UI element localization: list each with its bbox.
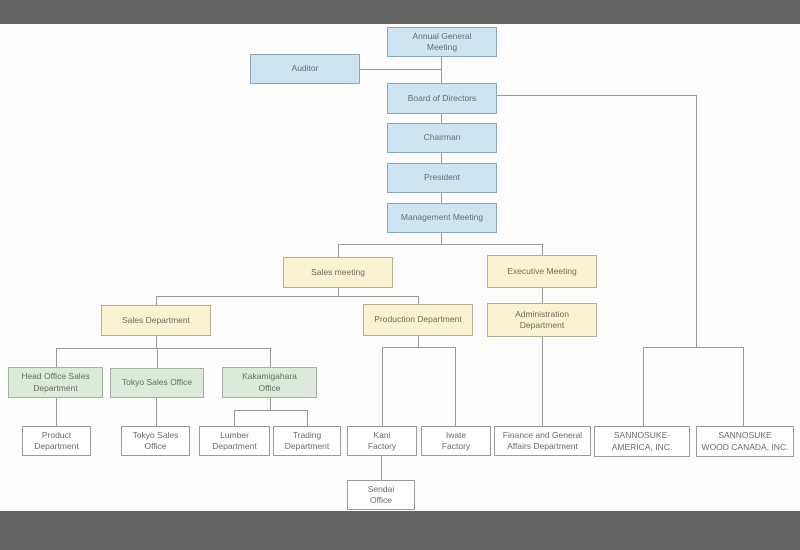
node-production-department: Production Department (363, 304, 473, 336)
connector-to-production-department (418, 296, 419, 304)
node-label: Head Office Sales Department (21, 371, 90, 393)
connector-factories-rail (382, 347, 455, 348)
node-iwate-factory: Iwate Factory (421, 426, 491, 456)
connector-offices-rail (56, 348, 270, 349)
connector-kani-sendai (381, 456, 382, 480)
connector-to-kakamigahara (270, 348, 271, 367)
connector-tokyo-green-white (156, 398, 157, 426)
node-chairman: Chairman (387, 123, 497, 153)
node-label: Sales meeting (311, 266, 365, 277)
node-head-office-sales-department: Head Office Sales Department (8, 367, 103, 398)
node-label: Sendai Office (367, 483, 395, 505)
connector-president-management (441, 193, 442, 203)
node-label: Auditor (291, 63, 319, 74)
node-product-department: Product Department (22, 426, 91, 456)
node-tokyo-sales-office-branch: Tokyo Sales Office (110, 368, 204, 398)
node-sannosuke-wood-canada: SANNOSUKE WOOD CANADA, INC. (696, 426, 794, 457)
node-board-of-directors: Board of Directors (387, 83, 497, 114)
connector-right-spine (696, 95, 697, 347)
node-lumber-department: Lumber Department (199, 426, 270, 456)
connector-to-sannosuke-america (643, 347, 644, 426)
node-sendai-office: Sendai Office (347, 480, 415, 510)
connector-kakamigahara-rail (234, 410, 307, 411)
node-label: Chairman (423, 132, 461, 143)
connector-board-right-rail (497, 95, 696, 96)
connector-production-split (418, 336, 419, 347)
node-label: Finance and General Affairs Department (502, 429, 583, 451)
node-label: President (424, 172, 460, 183)
connector-to-iwate (455, 347, 456, 426)
node-label: Administration Department (515, 308, 569, 330)
node-label: Trading Department (284, 429, 330, 451)
node-executive-meeting: Executive Meeting (487, 255, 597, 288)
node-administration-department: Administration Department (487, 303, 597, 337)
connector-administration-finance (542, 337, 543, 426)
node-tokyo-sales-office: Tokyo Sales Office (121, 426, 190, 456)
connector-subsidiaries-rail (643, 347, 743, 348)
node-label: Iwate Factory (441, 429, 471, 451)
connector-kakamigahara-split (270, 398, 271, 410)
connector-meetings-rail (338, 244, 542, 245)
node-finance-general-affairs-department: Finance and General Affairs Department (494, 426, 591, 456)
node-label: Tokyo Sales Office (132, 429, 179, 451)
node-label: SANNOSUKE WOOD CANADA, INC. (701, 430, 789, 452)
connector-to-sannosuke-canada (743, 347, 744, 426)
connector-management-split (441, 233, 442, 244)
node-label: SANNOSUKE- AMERICA, INC. (611, 430, 673, 452)
node-label: Tokyo Sales Office (121, 377, 193, 388)
node-trading-department: Trading Department (273, 426, 341, 456)
node-label: Sales Department (121, 314, 191, 325)
connector-sales-meeting-split (338, 288, 339, 296)
connector-sales-department-split (156, 336, 157, 348)
node-label: Management Meeting (400, 212, 484, 223)
connector-board-chairman (441, 114, 442, 123)
connector-headoffice-product (56, 398, 57, 426)
connector-to-sales-meeting (338, 244, 339, 257)
node-kani-factory: Kani Factory (347, 426, 417, 456)
node-label: Kani Factory (367, 429, 397, 451)
node-label: Kakamigahara Office (242, 371, 297, 393)
node-auditor: Auditor (250, 54, 360, 84)
node-sannosuke-america: SANNOSUKE- AMERICA, INC. (594, 426, 690, 457)
connector-executive-administration (542, 288, 543, 303)
connector-to-executive-meeting (542, 244, 543, 255)
letterbox-bottom-bar (0, 511, 800, 550)
node-management-meeting: Management Meeting (387, 203, 497, 233)
node-annual-general-meeting: Annual General Meeting (387, 27, 497, 57)
connector-to-kani (382, 347, 383, 426)
org-chart-canvas: Annual General Meeting Auditor Board of … (0, 24, 800, 511)
node-sales-department: Sales Department (101, 305, 211, 336)
connector-to-sales-department (156, 296, 157, 305)
connector-chairman-president (441, 153, 442, 163)
node-kakamigahara-office: Kakamigahara Office (222, 367, 317, 398)
connector-departments-rail (156, 296, 418, 297)
node-label: Annual General Meeting (412, 30, 472, 52)
node-label: Lumber Department (212, 429, 257, 451)
connector-to-lumber (234, 410, 235, 426)
node-president: President (387, 163, 497, 193)
letterbox-top-bar (0, 0, 800, 24)
node-label: Production Department (374, 314, 462, 325)
node-label: Board of Directors (407, 92, 477, 103)
node-label: Product Department (34, 429, 79, 451)
connector-to-head-office-sales (56, 348, 57, 367)
node-sales-meeting: Sales meeting (283, 257, 393, 288)
node-label: Executive Meeting (507, 265, 577, 276)
connector-to-tokyo-sales-branch (157, 348, 158, 368)
connector-auditor (360, 69, 442, 70)
connector-to-trading (307, 410, 308, 426)
